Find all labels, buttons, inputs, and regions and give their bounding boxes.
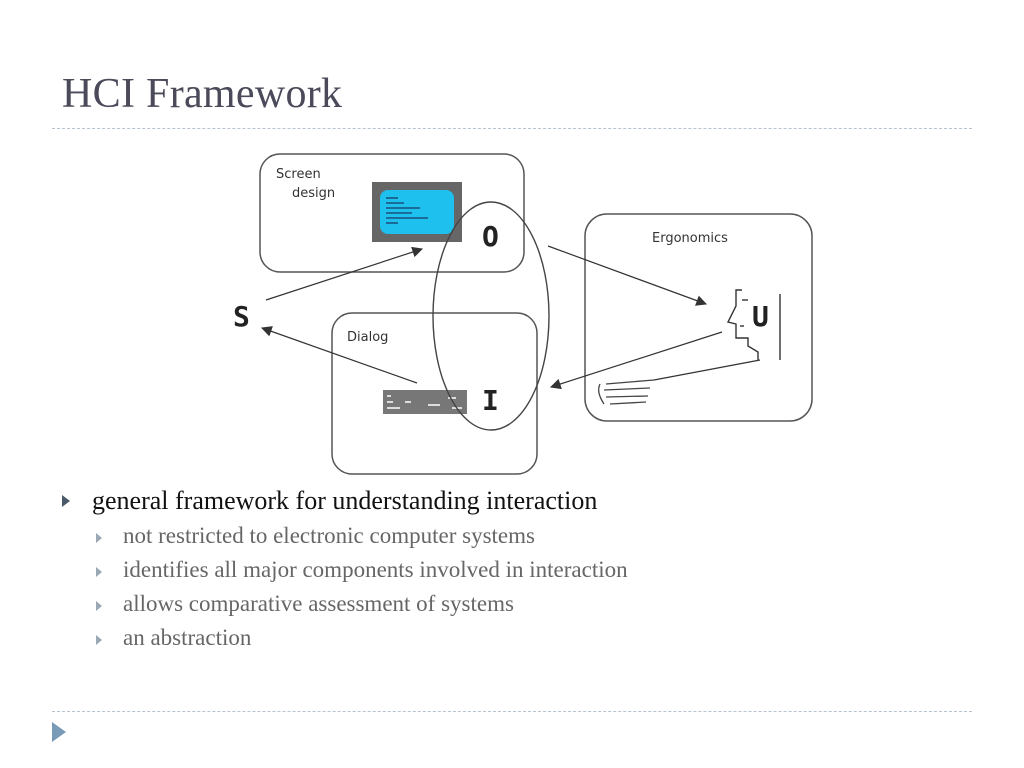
arrow-o-to-user bbox=[547, 245, 708, 306]
bullet-triangle-icon bbox=[96, 533, 102, 543]
dialog-box bbox=[331, 312, 538, 475]
arrow-user-to-i bbox=[549, 331, 723, 390]
letter-s: S bbox=[233, 300, 250, 333]
hand-icon bbox=[598, 379, 655, 405]
bullet-sub-3: allows comparative assessment of systems bbox=[123, 591, 514, 616]
slide-title: HCI Framework bbox=[62, 71, 343, 117]
bullet-triangle-icon bbox=[96, 635, 102, 645]
interface-ellipse bbox=[432, 201, 550, 431]
command-line-icon bbox=[383, 390, 467, 414]
letter-i: I bbox=[482, 384, 499, 417]
arrow-s-to-screen bbox=[265, 246, 424, 301]
hand-connector bbox=[653, 359, 761, 381]
title-divider bbox=[52, 128, 972, 129]
screen-design-box bbox=[259, 153, 525, 273]
bullet-sub-1: not restricted to electronic computer sy… bbox=[123, 523, 535, 548]
bullet-sub-4: an abstraction bbox=[123, 625, 252, 650]
letter-u: U bbox=[752, 300, 769, 333]
screen-design-label-line1: Screen bbox=[276, 167, 321, 182]
bullet-triangle-icon bbox=[96, 601, 102, 611]
letter-o: O bbox=[482, 220, 499, 253]
ergonomics-box bbox=[584, 213, 813, 422]
arrow-dialog-to-s bbox=[260, 326, 418, 384]
bullet-triangle-icon bbox=[96, 567, 102, 577]
monitor-icon bbox=[372, 182, 462, 242]
dialog-label: Dialog bbox=[347, 330, 388, 345]
bullet-sub-2: identifies all major components involved… bbox=[123, 557, 628, 582]
footer-divider bbox=[52, 711, 972, 712]
user-face-icon bbox=[726, 289, 781, 360]
screen-design-label-line2: design bbox=[292, 186, 335, 201]
bullet-main: general framework for understanding inte… bbox=[92, 486, 598, 515]
bullet-triangle-icon bbox=[62, 495, 70, 507]
next-slide-icon[interactable] bbox=[52, 722, 66, 742]
ergonomics-label: Ergonomics bbox=[652, 231, 728, 246]
